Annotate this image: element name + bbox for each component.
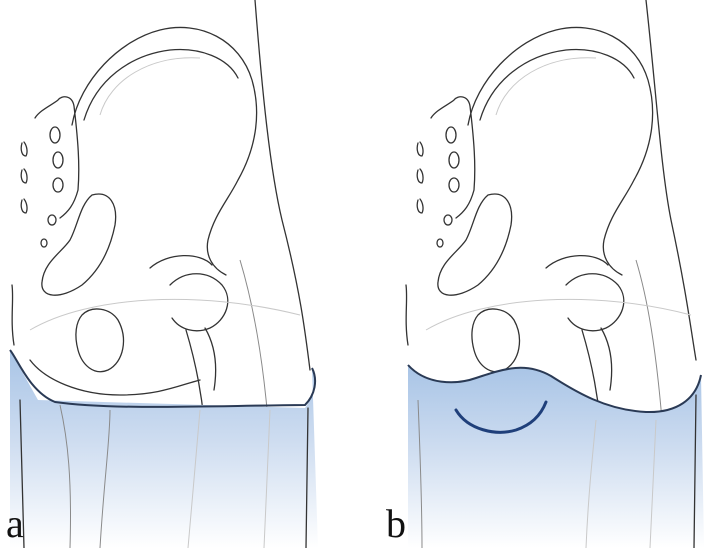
- sacral-foramina: [417, 127, 459, 247]
- panel-label-a: a: [6, 504, 24, 544]
- panel-a: a: [0, 0, 355, 548]
- left-skin-edge: [12, 285, 14, 345]
- pelvis-illustration-b: [356, 0, 711, 548]
- acetabulum: [150, 256, 212, 268]
- femur-lower-line: [636, 260, 662, 420]
- panel-label-b: b: [386, 504, 406, 544]
- femoral-head: [170, 274, 228, 331]
- iliac-wing: [468, 27, 653, 275]
- femur-lower-line: [240, 260, 268, 420]
- body-outline: [255, 0, 310, 370]
- sacrum-outline: [35, 97, 79, 218]
- femoral-neck: [601, 328, 612, 390]
- iliac-crest-highlight: [496, 58, 596, 115]
- femoral-neck: [205, 328, 216, 390]
- sacral-foramina: [21, 127, 63, 247]
- sacrum-outline: [431, 97, 475, 218]
- left-skin-edge: [406, 285, 408, 345]
- iliac-crest-highlight: [100, 58, 200, 115]
- ischium: [76, 309, 124, 372]
- pelvis-illustration-a: [0, 0, 355, 548]
- thigh-contour: [426, 299, 691, 330]
- femoral-head: [566, 274, 624, 331]
- thigh-contour: [30, 299, 300, 330]
- obturator-foramen: [438, 194, 512, 295]
- panel-b: b: [356, 0, 711, 548]
- acetabulum: [546, 256, 608, 268]
- iliac-wing: [72, 27, 257, 275]
- iliac-crest-inner: [480, 50, 634, 120]
- ischium: [472, 309, 520, 372]
- body-outline: [646, 0, 696, 360]
- water-region: [10, 350, 318, 548]
- obturator-foramen: [42, 194, 116, 295]
- waterline: [10, 350, 315, 407]
- iliac-crest-inner: [84, 50, 238, 120]
